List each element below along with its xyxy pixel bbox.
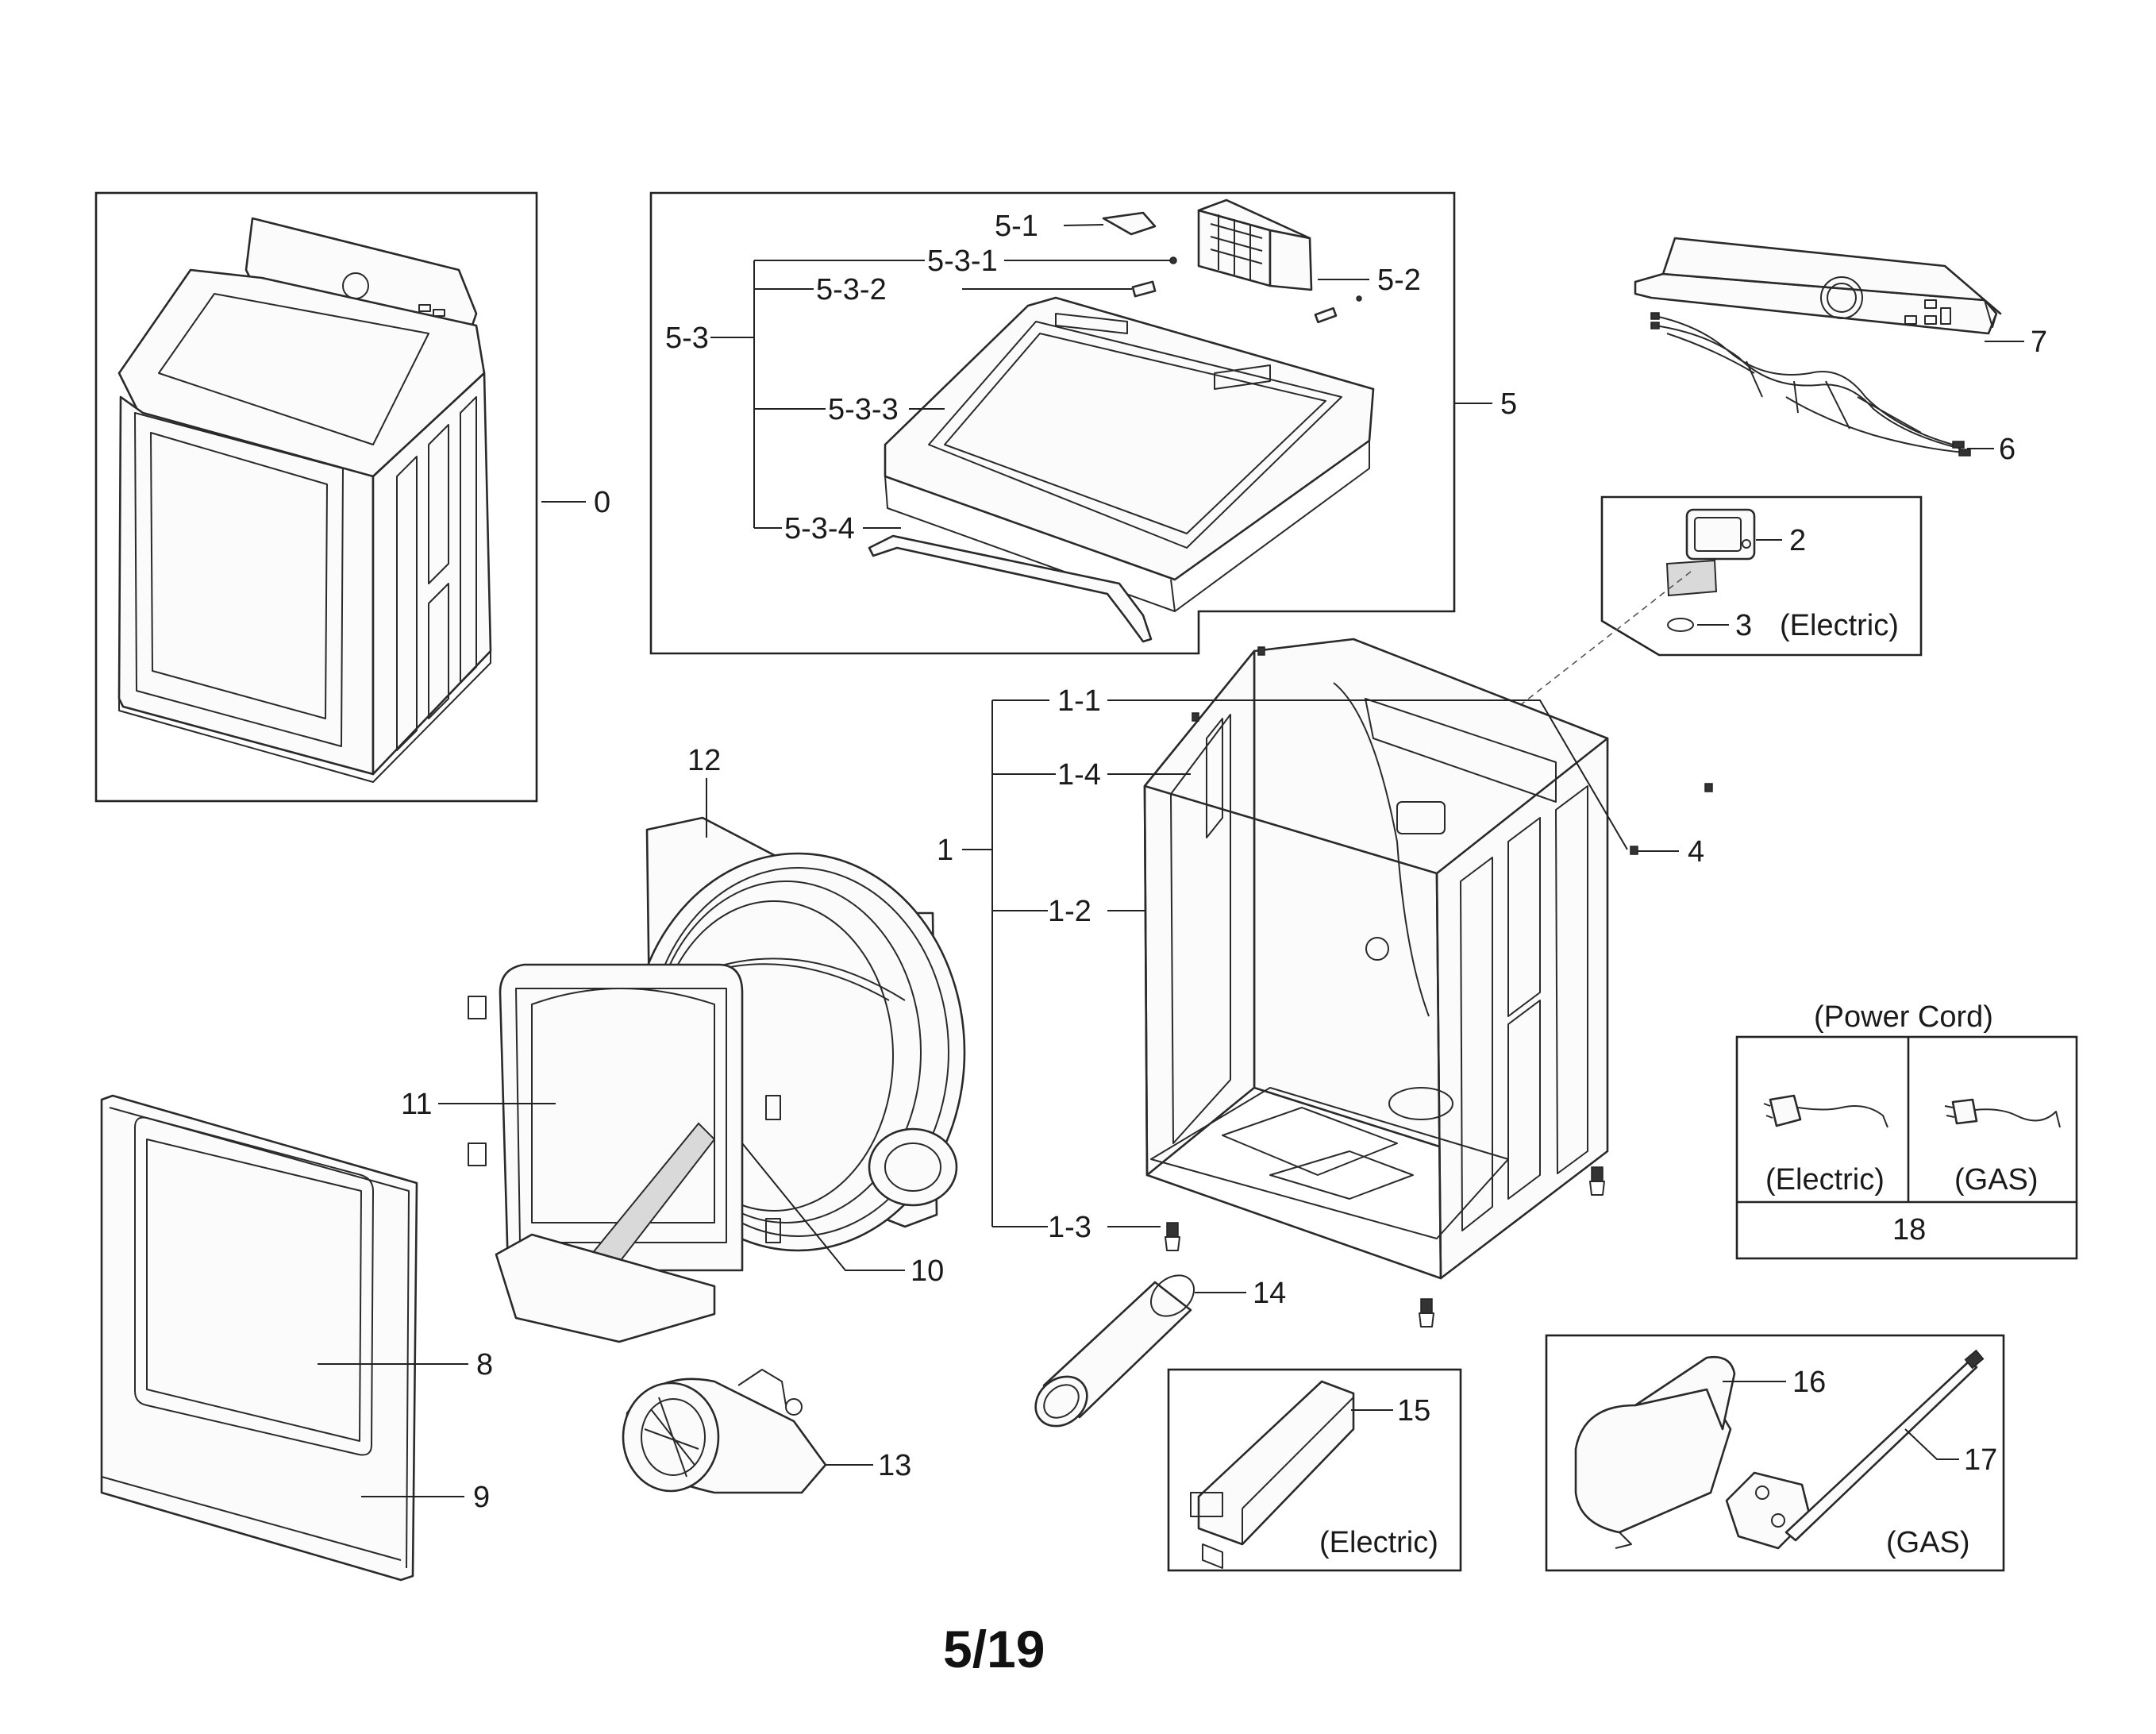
part-5-3-2-clip [1131, 280, 1157, 298]
callout-18: 18 [1892, 1213, 1926, 1247]
callout-1-4: 1-4 [1057, 758, 1101, 792]
callout-12: 12 [687, 744, 721, 777]
callout-9: 9 [473, 1481, 490, 1514]
callout-14: 14 [1253, 1277, 1286, 1310]
part-17-igniter-tube [1784, 1349, 1985, 1542]
power-cord-gas-label: (GAS) [1954, 1163, 2039, 1196]
part-4-clip [1630, 846, 1638, 855]
part-2-filter-cover [1665, 508, 1756, 597]
power-cord-electric-label: (Electric) [1765, 1163, 1885, 1196]
control-panel-group: 7 6 [1634, 237, 2047, 466]
callout-1-1: 1-1 [1057, 684, 1101, 718]
part-6-wire-harness [1650, 312, 1971, 457]
callout-5-3-4: 5-3-4 [784, 512, 855, 545]
power-cord-electric-plug [1763, 1094, 1888, 1128]
callout-1-3: 1-3 [1048, 1211, 1091, 1244]
callout-5: 5 [1500, 387, 1517, 421]
top-cover-box [649, 191, 1456, 655]
burner-gas-box [1545, 1334, 2005, 1572]
callout-8: 8 [476, 1348, 493, 1381]
page-number: 5/19 [943, 1620, 1045, 1678]
part-8-door-glass [134, 1116, 374, 1456]
part-9-door-outer [100, 1094, 418, 1582]
part-16-burner-assembly [1574, 1355, 1811, 1550]
callout-5-3-2: 5-3-2 [816, 273, 887, 306]
part-5-3-3-top-panel [884, 296, 1375, 612]
heater-electric-box [1167, 1368, 1462, 1572]
callout-7: 7 [2031, 326, 2047, 359]
burner-gas-note: (GAS) [1886, 1526, 1970, 1559]
door-group: 8 9 [100, 1094, 493, 1582]
part-1-cabinet [1143, 638, 1609, 1280]
complete-dryer-drawing [117, 217, 492, 783]
drum-group: 11 10 12 [401, 744, 966, 1343]
bracket-1 [962, 699, 1056, 1227]
callout-1: 1 [937, 834, 953, 867]
dryer-assembly-group: 0 [94, 191, 610, 803]
callout-3: 3 [1735, 609, 1752, 642]
callout-16: 16 [1792, 1366, 1826, 1399]
top-cover-group: 5-1 5-3-1 5-3-2 5-3 5-3-3 5-3-4 5-2 5 [649, 191, 1517, 655]
part-5-3-1-screw [1169, 256, 1177, 264]
callout-1-2: 1-2 [1048, 895, 1091, 928]
filter-electric-group: 2 3 (Electric) [1507, 495, 1923, 715]
heater-electric-group: 15 (Electric) [1167, 1368, 1462, 1572]
part-5-2-lint-filter-housing [1197, 198, 1313, 291]
burner-gas-group: 16 17 (GAS) [1545, 1334, 2005, 1572]
part-7-control-panel [1634, 237, 2002, 335]
part-15-heater-assembly [1190, 1380, 1355, 1569]
filter-electric-box [1600, 495, 1923, 657]
callout-11: 11 [401, 1088, 432, 1121]
callout-4: 4 [1688, 835, 1704, 869]
part-5-3-4-front-rail [868, 534, 1153, 643]
callout-0: 0 [594, 486, 610, 519]
filter-electric-note: (Electric) [1780, 609, 1899, 642]
callout-6: 6 [1999, 433, 2015, 466]
part-5-1-bracket [1102, 211, 1157, 236]
part-1-3-leveling-legs [1165, 1166, 1605, 1327]
callout-5-3: 5-3 [665, 322, 709, 355]
bracket-5-3 [710, 260, 925, 529]
callout-13: 13 [878, 1449, 911, 1482]
part-1-4-clip [1192, 712, 1199, 722]
cabinet-group: 1-1 1-4 1 1-2 1-3 4 [937, 638, 1713, 1327]
part-14-exhaust-duct [1034, 1274, 1195, 1428]
part-13-blower-housing [622, 1369, 827, 1494]
heater-electric-note: (Electric) [1319, 1526, 1438, 1559]
part-3-seal [1667, 618, 1694, 632]
power-cord-title: (Power Cord) [1814, 1000, 1993, 1034]
callout-2: 2 [1789, 524, 1806, 557]
power-cord-group: (Power Cord) (Electric) (GAS) 18 [1735, 1000, 2078, 1260]
power-cord-gas-plug [1944, 1098, 2061, 1128]
callout-17: 17 [1964, 1443, 1997, 1477]
part-11-front-frame [468, 963, 781, 1343]
callout-5-3-1: 5-3-1 [927, 245, 998, 278]
callout-10: 10 [911, 1254, 944, 1288]
callout-5-3-3: 5-3-3 [828, 393, 899, 426]
callout-15: 15 [1397, 1394, 1430, 1428]
callout-5-1: 5-1 [995, 210, 1038, 243]
dryer-box [94, 191, 538, 803]
callout-5-2: 5-2 [1377, 264, 1421, 297]
power-cord-table [1735, 1035, 2078, 1260]
